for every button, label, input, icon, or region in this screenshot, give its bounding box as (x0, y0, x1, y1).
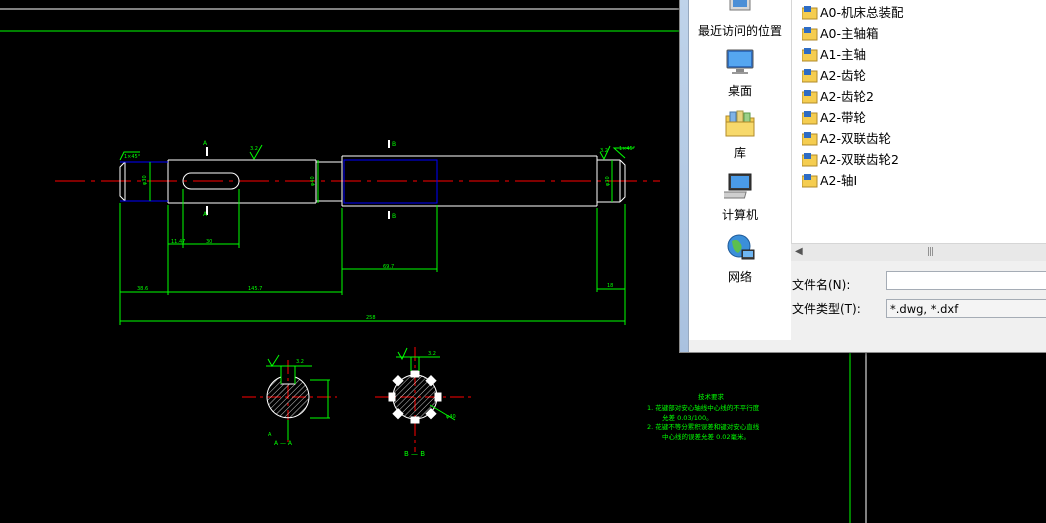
section-a-view: A 3.2 (242, 354, 337, 442)
filetype-select[interactable]: *.dwg, *.dxf (886, 299, 1046, 318)
computer-icon (724, 173, 752, 199)
list-item[interactable]: A2-带轮 (802, 108, 866, 128)
section-b-bottom-label: B (392, 213, 396, 220)
section-a-bottom-label: A (203, 211, 208, 218)
svg-text:中心线的误差允差 0.02毫米。: 中心线的误差允差 0.02毫米。 (662, 432, 750, 441)
list-item[interactable]: A2-双联齿轮2 (802, 150, 899, 170)
svg-text:11.47: 11.47 (171, 239, 185, 245)
places-bar: 最近访问的位置 桌面 库 (689, 0, 791, 340)
dwg-file-icon (802, 5, 818, 19)
list-item[interactable]: A2-齿轮2 (802, 87, 874, 107)
svg-text:69.7: 69.7 (383, 264, 394, 270)
dwg-file-icon (802, 26, 818, 40)
scroll-left-arrow-icon[interactable]: ◀ (795, 246, 803, 257)
list-item[interactable]: A2-轴I (802, 171, 857, 191)
section-a-top-label: A (203, 140, 208, 147)
horizontal-scrollbar[interactable]: ◀ ||| (791, 243, 1046, 261)
dwg-file-icon (802, 152, 818, 166)
svg-text:A: A (268, 432, 272, 438)
dwg-file-icon (802, 131, 818, 145)
spline-region (120, 159, 438, 204)
svg-text:38.6: 38.6 (137, 286, 148, 292)
svg-text:1. 花键部对安心轴线中心线的不平行度: 1. 花键部对安心轴线中心线的不平行度 (647, 403, 760, 412)
libraries-icon (725, 110, 755, 137)
network-icon (727, 234, 755, 260)
place-network[interactable]: 网络 (689, 232, 791, 285)
list-item[interactable]: A0-主轴箱 (802, 24, 879, 44)
dwg-file-icon (802, 173, 818, 187)
list-item[interactable]: A2-双联齿轮 (802, 129, 891, 149)
svg-text:2. 花键不等分累积误差和键对安心直线: 2. 花键不等分累积误差和键对安心直线 (647, 422, 760, 431)
svg-text:3.2: 3.2 (600, 148, 608, 154)
drawing-frame (0, 8, 867, 523)
svg-text:允差 0.03/100。: 允差 0.03/100。 (662, 413, 713, 422)
svg-text:技术要求: 技术要求 (698, 392, 725, 401)
title-frame (0, 30, 851, 523)
recent-places-icon (729, 0, 751, 11)
list-item[interactable]: A0-机床总装配 (802, 3, 904, 23)
section-b-top-label: B (392, 141, 396, 148)
svg-text:1×45°: 1×45° (124, 154, 141, 160)
scrollbar-grip-icon: ||| (927, 247, 934, 257)
svg-text:3.2: 3.2 (250, 146, 258, 152)
place-computer[interactable]: 计算机 (689, 170, 791, 223)
list-item[interactable]: A1-主轴 (802, 45, 866, 65)
place-recent[interactable]: 最近访问的位置 (689, 0, 791, 39)
svg-text:φ30: φ30 (605, 176, 611, 186)
dwg-file-icon (802, 110, 818, 124)
svg-text:3.2: 3.2 (296, 359, 304, 365)
dwg-file-icon (802, 68, 818, 82)
place-libraries[interactable]: 库 (689, 108, 791, 161)
svg-text:1×45°: 1×45° (619, 146, 636, 152)
place-desktop[interactable]: 桌面 (689, 46, 791, 99)
dialog-frame-edge (680, 0, 689, 352)
shaft-outline (119, 155, 626, 207)
svg-text:145.7: 145.7 (248, 286, 262, 292)
open-file-dialog: 最近访问的位置 桌面 库 (679, 0, 1046, 353)
file-list: A0-机床总装配 A0-主轴箱 A1-主轴 A2-齿轮 A2-齿轮2 A2-带轮… (791, 0, 1046, 243)
filename-label: 文件名(N): (792, 278, 851, 292)
desktop-icon (726, 49, 754, 74)
section-markers (206, 140, 390, 219)
section-b-label: B — B (404, 450, 425, 458)
svg-text:φ40: φ40 (446, 414, 456, 420)
list-item[interactable]: A2-齿轮 (802, 66, 866, 86)
dimension-lines (119, 144, 634, 325)
svg-text:φ40: φ40 (310, 176, 316, 186)
filetype-label: 文件类型(T): (792, 302, 861, 316)
dwg-file-icon (802, 47, 818, 61)
dwg-file-icon (802, 89, 818, 103)
svg-text:30: 30 (206, 239, 212, 245)
svg-text:φ30: φ30 (142, 175, 148, 185)
svg-text:258: 258 (366, 315, 376, 321)
section-b-view: 3.2 φ40 (375, 347, 473, 452)
svg-text:18: 18 (607, 283, 613, 289)
svg-text:3.2: 3.2 (428, 351, 436, 357)
filename-input[interactable] (886, 271, 1046, 290)
dimension-texts: 1×45° 1×45° 3.2 3.2 φ30 φ40 φ30 11.47 30… (124, 146, 636, 321)
technical-requirements: 技术要求 1. 花键部对安心轴线中心线的不平行度 允差 0.03/100。 2.… (647, 392, 760, 441)
section-a-label: A — A (274, 440, 293, 447)
